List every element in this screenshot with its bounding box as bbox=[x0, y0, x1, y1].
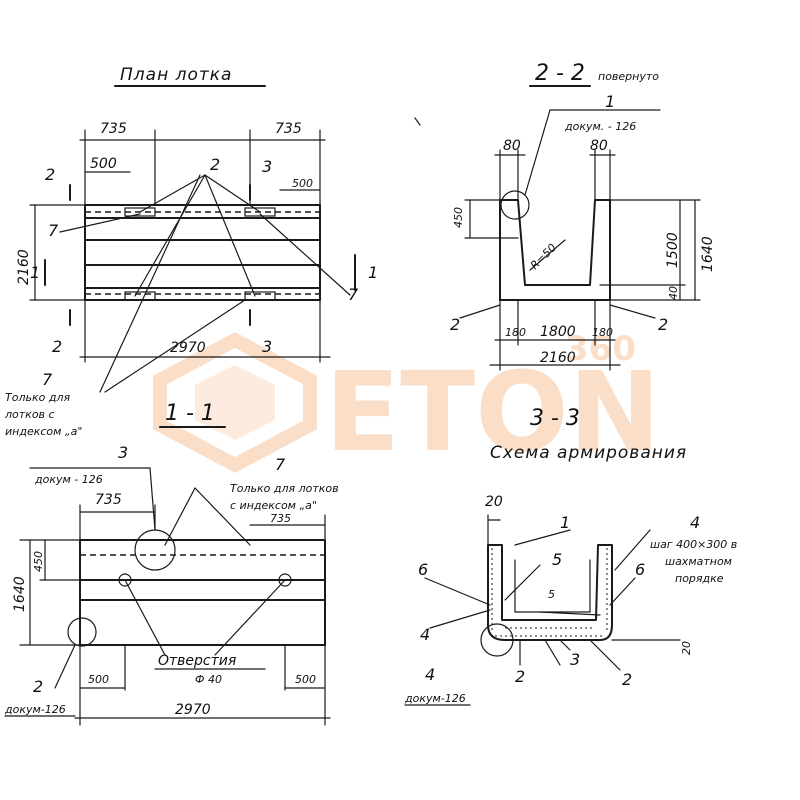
section-1-1: 3 докум - 126 735 7 Только для лотков с … bbox=[4, 443, 339, 726]
plan-mark-7-right: 7 bbox=[348, 285, 359, 304]
plan-dim-width: 2160 bbox=[16, 249, 32, 285]
plan-mark-1-left: 1 bbox=[30, 263, 40, 282]
plan-view: 735 735 500 500 2160 2970 2 2 3 7 1 1 7 … bbox=[4, 121, 378, 438]
title-section-3-3: 3 - 3 bbox=[530, 406, 580, 431]
plan-mark-1-right: 1 bbox=[368, 263, 378, 282]
plan-dim-500-right: 500 bbox=[292, 177, 313, 190]
scheme-doc: докум-126 bbox=[404, 692, 466, 705]
sec11-dim-735-right: 735 bbox=[270, 512, 291, 525]
sec22-radius: R=50 bbox=[528, 241, 559, 272]
scheme-mark-6-right: 6 bbox=[635, 560, 645, 579]
plan-mark-3-top: 3 bbox=[262, 157, 272, 176]
watermark-sub: 360 bbox=[565, 329, 636, 369]
sec11-mark-2: 2 bbox=[33, 677, 43, 696]
scheme-step-line-1: шаг 400×300 в bbox=[650, 538, 737, 551]
plan-note-line-3: индексом „а" bbox=[5, 425, 82, 438]
scheme-step-line-3: порядке bbox=[675, 572, 724, 585]
sec22-dim-1500: 1500 bbox=[665, 232, 681, 268]
section-2-2: 1 докум. - 126 80 80 450 R=50 1500 1640 … bbox=[414, 92, 716, 371]
sec11-note-line-1: Только для лотков bbox=[230, 482, 339, 495]
sec22-dim-80-left: 80 bbox=[503, 138, 521, 154]
sec22-dim-1800: 1800 bbox=[540, 324, 576, 340]
sec22-mark-2-right: 2 bbox=[658, 315, 668, 334]
sec11-doc: докум - 126 bbox=[34, 473, 103, 486]
plan-mark-3-bottom: 3 bbox=[262, 337, 272, 356]
watermark-logo bbox=[153, 332, 317, 473]
sec11-holes-diameter: Ф 40 bbox=[195, 673, 222, 686]
sec11-dim-500-right: 500 bbox=[295, 673, 316, 686]
sec22-doc: докум. - 126 bbox=[564, 120, 636, 133]
plan-dim-735-left: 735 bbox=[100, 121, 127, 137]
sec11-dim-450: 450 bbox=[32, 551, 45, 572]
sec22-dim-180-right: 180 bbox=[592, 326, 613, 339]
plan-dim-735-right: 735 bbox=[275, 121, 302, 137]
title-section-1-1: 1 - 1 bbox=[165, 401, 215, 426]
scheme-mark-2-b: 2 bbox=[622, 670, 632, 689]
plan-mark-2-bottom: 2 bbox=[52, 337, 62, 356]
plan-mark-2-top: 2 bbox=[210, 155, 220, 174]
title-section-2-2: 2 - 2 bbox=[535, 61, 585, 86]
sec22-mark-2-left: 2 bbox=[450, 315, 460, 334]
sec11-mark-7: 7 bbox=[275, 455, 286, 474]
sec11-dim-2970: 2970 bbox=[175, 702, 211, 718]
sec11-dim-1640: 1640 bbox=[12, 576, 28, 612]
scheme-dim-20-end: 20 bbox=[680, 641, 693, 655]
scheme-mark-2-a: 2 bbox=[515, 667, 525, 686]
title-plan: План лотка bbox=[120, 65, 232, 85]
sec11-mark-3: 3 bbox=[118, 443, 128, 462]
title-section-2-2-note: повернуто bbox=[598, 70, 659, 83]
scheme-mark-4-left: 4 bbox=[420, 625, 430, 644]
scheme-mark-5: 5 bbox=[552, 550, 562, 569]
plan-mark-7-left: 7 bbox=[48, 221, 59, 240]
plan-mark-2-top-left: 2 bbox=[45, 165, 55, 184]
scheme-mark-6-left: 6 bbox=[418, 560, 428, 579]
plan-mark-7-bottom: 7 bbox=[42, 370, 53, 389]
scheme-mark-5-inner: 5 bbox=[548, 588, 555, 601]
scheme-dim-20: 20 bbox=[485, 494, 503, 510]
scheme-3-3: 20 1 4 шаг 400×300 в шахматном порядке 5… bbox=[404, 494, 737, 706]
title-scheme: Схема армирования bbox=[490, 443, 687, 463]
plan-note-line-2: лотков с bbox=[4, 408, 55, 421]
plan-note-line-1: Только для bbox=[5, 391, 70, 404]
scheme-mark-4-top: 4 bbox=[690, 513, 700, 532]
sec22-dim-40: 40 bbox=[667, 286, 680, 300]
scheme-mark-1: 1 bbox=[560, 513, 570, 532]
sec22-dim-1640: 1640 bbox=[700, 236, 716, 272]
scheme-mark-4-bottom: 4 bbox=[425, 665, 435, 684]
watermark-text: ETON bbox=[325, 348, 661, 476]
sec11-note-line-2: с индексом „а" bbox=[230, 499, 317, 512]
scheme-step-line-2: шахматном bbox=[665, 555, 732, 568]
sec22-dim-80-right: 80 bbox=[590, 138, 608, 154]
sec22-dim-2160: 2160 bbox=[540, 350, 576, 366]
sec11-dim-735-left: 735 bbox=[95, 492, 122, 508]
sec11-doc-2: докум-126 bbox=[4, 703, 66, 716]
sec22-mark-1: 1 bbox=[605, 92, 615, 111]
sec11-holes-label: Отверстия bbox=[158, 653, 236, 669]
sec22-dim-180-left: 180 bbox=[505, 326, 526, 339]
watermark: ETON 360 bbox=[153, 329, 661, 476]
scheme-mark-3: 3 bbox=[570, 650, 580, 669]
plan-dim-500-left: 500 bbox=[90, 156, 117, 172]
plan-dim-length: 2970 bbox=[170, 340, 206, 356]
sec22-dim-450: 450 bbox=[452, 207, 465, 228]
sec11-dim-500-left: 500 bbox=[88, 673, 109, 686]
